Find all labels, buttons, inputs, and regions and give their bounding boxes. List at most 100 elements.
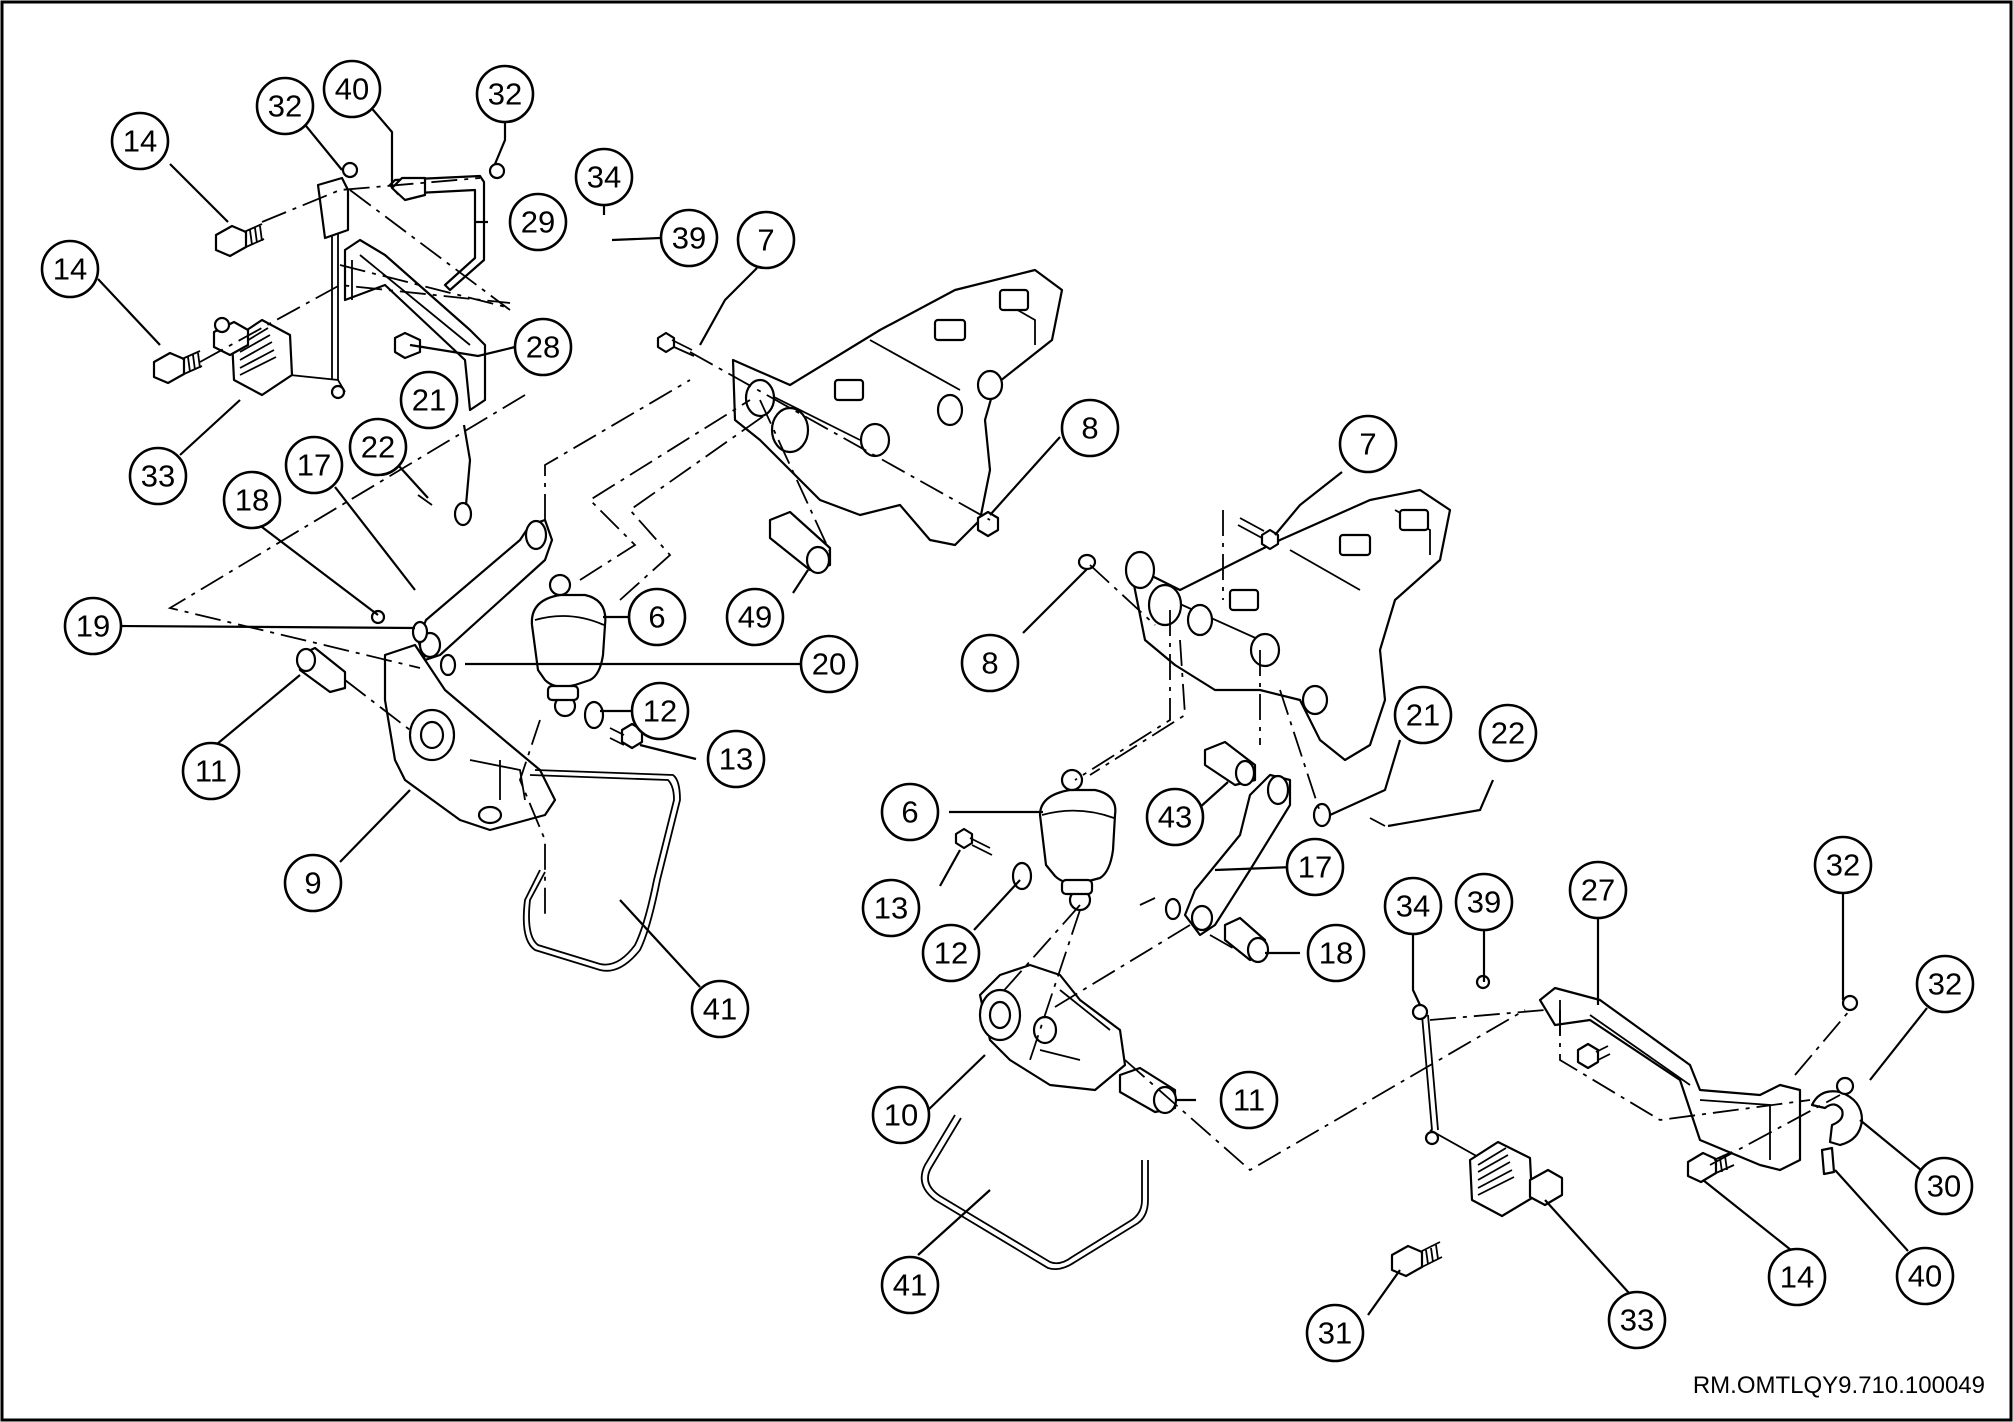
svg-text:27: 27 bbox=[1581, 873, 1615, 908]
svg-text:49: 49 bbox=[738, 600, 772, 635]
callout-14-right: 14 bbox=[1767, 1247, 1827, 1307]
air-spring-6-left bbox=[530, 573, 607, 718]
svg-text:7: 7 bbox=[757, 223, 774, 258]
callout-8-right: 8 bbox=[960, 633, 1020, 693]
svg-text:9: 9 bbox=[304, 866, 321, 901]
bolt-13-left bbox=[609, 722, 644, 750]
callout-17-left: 17 bbox=[284, 435, 344, 495]
height-sensor-33-right bbox=[1468, 1140, 1564, 1218]
callout-22-right: 22 bbox=[1478, 703, 1538, 763]
pin-49-left bbox=[768, 510, 832, 575]
svg-text:14: 14 bbox=[1780, 1260, 1814, 1295]
assembly-lines bbox=[167, 177, 1851, 1172]
callout-41-left: 41 bbox=[690, 979, 750, 1039]
callout-27-right: 27 bbox=[1568, 860, 1628, 920]
svg-text:13: 13 bbox=[719, 742, 753, 777]
left-assembly bbox=[152, 161, 1064, 972]
bracket-28 bbox=[343, 238, 487, 412]
svg-text:30: 30 bbox=[1927, 1169, 1961, 1204]
svg-text:17: 17 bbox=[1298, 850, 1332, 885]
svg-text:22: 22 bbox=[361, 430, 395, 465]
svg-text:12: 12 bbox=[643, 694, 677, 729]
callout-49-left: 49 bbox=[725, 587, 785, 647]
bolt-13-right bbox=[954, 827, 993, 856]
sensor-link-rod-left bbox=[289, 161, 359, 400]
lever-arm-17-right bbox=[1183, 773, 1292, 937]
air-hose-41-right bbox=[920, 1114, 1149, 1271]
svg-text:18: 18 bbox=[235, 483, 269, 518]
washer-21-left bbox=[453, 501, 473, 527]
callout-11-right: 11 bbox=[1219, 1070, 1279, 1130]
svg-text:6: 6 bbox=[901, 795, 918, 830]
height-sensor-33-left bbox=[212, 316, 294, 397]
callout-28-left: 28 bbox=[513, 317, 573, 377]
lever-arm-17-left bbox=[416, 518, 554, 662]
svg-text:11: 11 bbox=[1233, 1083, 1265, 1118]
svg-text:21: 21 bbox=[412, 383, 446, 418]
svg-text:41: 41 bbox=[893, 1268, 927, 1303]
sensor-bracket-29 bbox=[388, 162, 506, 292]
bolt-14-lower-left bbox=[152, 350, 203, 385]
washer-20-left bbox=[439, 653, 457, 677]
svg-text:41: 41 bbox=[703, 992, 737, 1027]
air-spring-6-right bbox=[1038, 768, 1117, 912]
leader-lines bbox=[97, 103, 1928, 1316]
callout-33-right: 33 bbox=[1607, 1290, 1667, 1350]
sensor-link-rod-right bbox=[1411, 974, 1491, 1159]
callout-14-upper-left: 14 bbox=[110, 111, 170, 171]
svg-text:43: 43 bbox=[1158, 800, 1192, 835]
callout-21-right: 21 bbox=[1393, 685, 1453, 745]
bolt-14-right bbox=[1686, 1151, 1735, 1184]
callout-43-right: 43 bbox=[1145, 787, 1205, 847]
svg-text:34: 34 bbox=[587, 160, 621, 195]
svg-text:14: 14 bbox=[53, 252, 87, 287]
callout-39-right: 39 bbox=[1454, 872, 1514, 932]
callout-6-right: 6 bbox=[880, 782, 940, 842]
svg-text:17: 17 bbox=[297, 448, 331, 483]
callout-12-left: 12 bbox=[630, 681, 690, 741]
svg-text:10: 10 bbox=[884, 1098, 918, 1133]
pin-18-right bbox=[1223, 916, 1270, 964]
svg-text:18: 18 bbox=[1319, 936, 1353, 971]
washer-21-right bbox=[1312, 802, 1332, 828]
callout-6-left: 6 bbox=[627, 587, 687, 647]
callout-29-left: 29 bbox=[508, 192, 568, 252]
bolt-7-right bbox=[1237, 517, 1280, 551]
svg-text:20: 20 bbox=[812, 647, 846, 682]
callout-9-left: 9 bbox=[283, 853, 343, 913]
callout-13-right: 13 bbox=[861, 878, 921, 938]
bolt-in-bracket-27 bbox=[1576, 1042, 1611, 1070]
svg-text:32: 32 bbox=[1928, 967, 1962, 1002]
air-hose-41-left-inner bbox=[528, 774, 675, 966]
callout-32-right-upper: 32 bbox=[1813, 835, 1873, 895]
pin-small-right bbox=[1139, 897, 1156, 906]
washer-19-right bbox=[1164, 897, 1182, 921]
callout-17-right: 17 bbox=[1285, 837, 1345, 897]
callout-31-right: 31 bbox=[1305, 1303, 1365, 1363]
svg-text:40: 40 bbox=[1908, 1259, 1942, 1294]
callout-21-left: 21 bbox=[399, 370, 459, 430]
svg-text:29: 29 bbox=[521, 205, 555, 240]
axle-bracket-9-left bbox=[383, 643, 557, 832]
callout-18-left: 18 bbox=[222, 470, 282, 530]
axle-bracket-10-right bbox=[978, 963, 1127, 1092]
callout-14-lower-left: 14 bbox=[40, 239, 100, 299]
crossmember-right bbox=[1124, 488, 1452, 762]
callout-33-left: 33 bbox=[128, 446, 188, 506]
pin-11-left bbox=[295, 646, 347, 694]
pin-43-right bbox=[1203, 740, 1257, 787]
nut-8-left bbox=[976, 510, 1000, 538]
callout-30-right: 30 bbox=[1914, 1156, 1974, 1216]
bracket-27-right bbox=[1538, 986, 1859, 1172]
air-hose-41-right-inner bbox=[927, 1117, 1143, 1265]
callout-10-right: 10 bbox=[871, 1085, 931, 1145]
pin-11-right bbox=[1118, 1066, 1178, 1115]
pin-22-left bbox=[417, 494, 433, 506]
washer-19-left bbox=[411, 620, 429, 644]
callout-41-right: 41 bbox=[880, 1255, 940, 1315]
svg-text:39: 39 bbox=[672, 221, 706, 256]
bolt-7-left bbox=[656, 331, 695, 357]
callout-20-left: 20 bbox=[799, 634, 859, 694]
air-hose-41-left bbox=[522, 769, 681, 972]
